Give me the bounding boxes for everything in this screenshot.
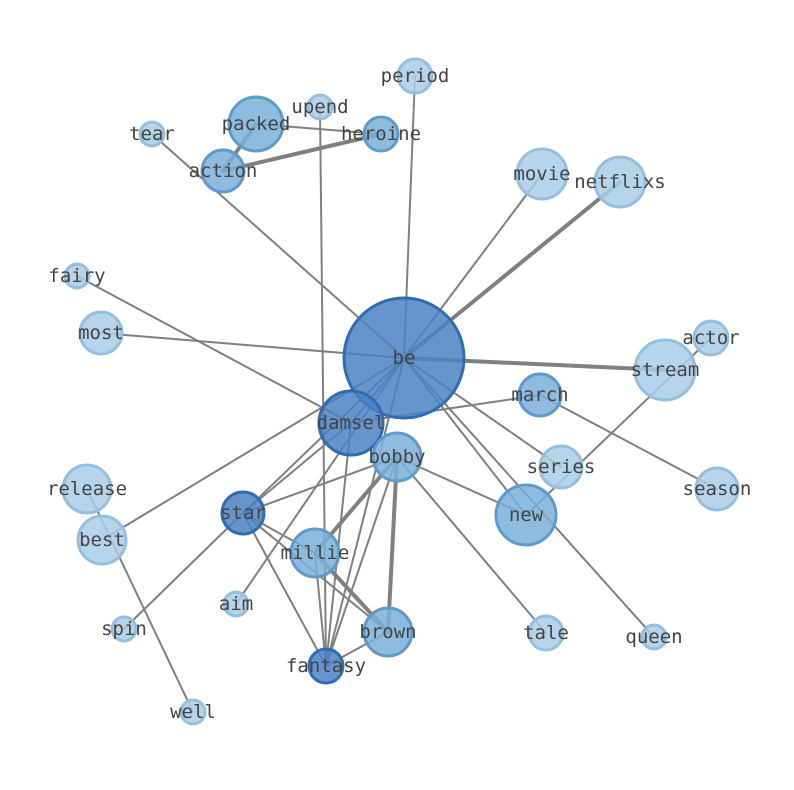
node-spin	[110, 615, 138, 643]
node-label-heroine: heroine	[341, 123, 421, 145]
node-label-best: best	[79, 529, 125, 551]
node-release	[61, 463, 113, 515]
node-label-star: star	[220, 502, 266, 524]
node-action	[200, 148, 246, 194]
labels-layer: be damsel bobby star millie brown fantasy new ma…	[47, 65, 751, 723]
edge-heroine-action	[221, 132, 383, 173]
node-star	[220, 490, 266, 536]
node-well	[179, 698, 207, 726]
node-series	[538, 444, 584, 490]
node-label-bobby: bobby	[368, 446, 425, 468]
node-tear	[138, 120, 166, 148]
edge-march-season	[539, 394, 718, 490]
node-fairy	[63, 262, 91, 290]
node-label-march: march	[511, 384, 568, 406]
node-march	[517, 372, 563, 418]
node-label-damsel: damsel	[317, 412, 386, 434]
node-millie	[289, 527, 341, 579]
node-upend	[306, 93, 334, 121]
edge-fairy-damsel	[76, 275, 352, 424]
node-label-well: well	[170, 701, 216, 723]
nodes-layer	[61, 57, 740, 726]
edge-star-fantasy	[242, 512, 327, 667]
node-label-series: series	[527, 456, 596, 478]
node-label-release: release	[47, 478, 127, 500]
node-label-period: period	[381, 65, 450, 87]
node-label-aim: aim	[219, 593, 253, 615]
node-label-actor: actor	[682, 327, 739, 349]
node-tale	[527, 614, 565, 652]
edge-bobby-fantasy	[325, 456, 398, 667]
node-label-millie: millie	[281, 542, 350, 564]
node-best	[76, 514, 128, 566]
node-label-season: season	[683, 478, 752, 500]
node-most	[78, 310, 124, 356]
node-brown	[362, 606, 414, 658]
edge-upend-fantasy	[319, 106, 327, 667]
node-season	[694, 466, 740, 512]
node-label-tear: tear	[129, 123, 175, 145]
node-label-packed: packed	[222, 113, 291, 135]
node-damsel	[317, 389, 385, 457]
node-label-fairy: fairy	[48, 265, 105, 287]
node-label-tale: tale	[523, 622, 569, 644]
node-aim	[222, 590, 250, 618]
node-label-new: new	[509, 504, 544, 526]
node-new	[494, 483, 558, 547]
node-netflixs	[593, 155, 647, 209]
node-label-be: be	[393, 347, 416, 369]
node-bobby	[371, 431, 423, 483]
node-label-queen: queen	[625, 626, 682, 648]
node-label-brown: brown	[359, 621, 416, 643]
node-stream	[633, 338, 697, 402]
node-be	[342, 296, 466, 420]
node-heroine	[362, 115, 400, 153]
edge-bobby-tale	[396, 456, 547, 634]
node-label-stream: stream	[631, 359, 700, 381]
node-label-spin: spin	[101, 618, 147, 640]
node-label-action: action	[189, 160, 258, 182]
node-queen	[640, 623, 668, 651]
node-movie	[515, 147, 569, 201]
edge-bobby-brown	[386, 455, 399, 634]
edge-bobby-star	[242, 456, 398, 514]
node-label-netflixs: netflixs	[574, 171, 666, 193]
node-label-fantasy: fantasy	[286, 655, 366, 677]
node-fantasy	[307, 647, 345, 685]
node-label-upend: upend	[291, 96, 348, 118]
node-actor	[692, 319, 730, 357]
node-label-movie: movie	[513, 163, 570, 185]
node-packed	[227, 95, 285, 153]
node-period	[396, 57, 434, 95]
node-label-most: most	[78, 322, 124, 344]
